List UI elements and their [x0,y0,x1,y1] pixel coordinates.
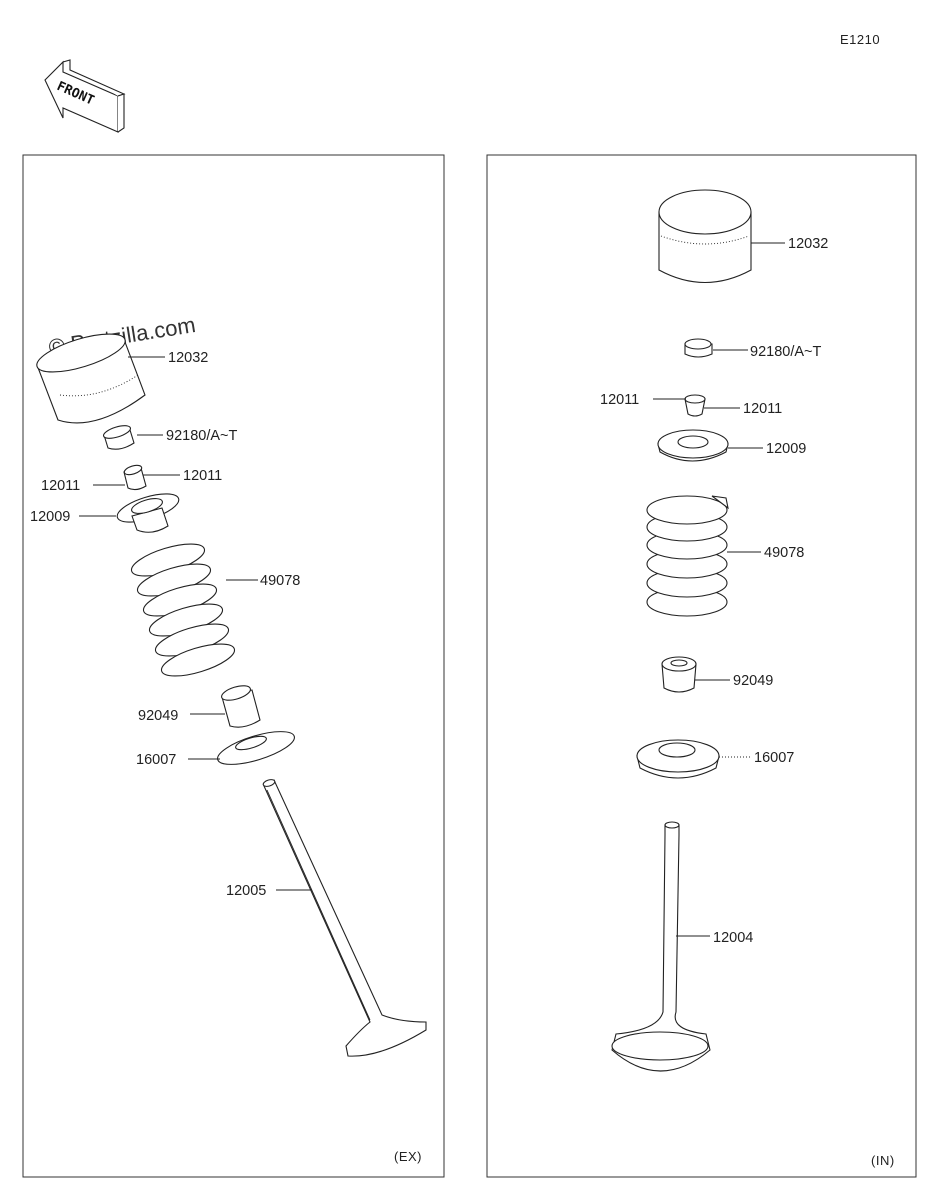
in-label-92180: 92180/A~T [750,344,821,360]
ex-label-12005: 12005 [226,883,266,899]
in-retainer-12009 [657,429,729,462]
in-label-49078: 49078 [764,545,804,561]
in-spring-49078 [646,495,729,617]
in-label-92049: 92049 [733,673,773,689]
in-label-16007: 16007 [754,750,794,766]
ex-label-92180: 92180/A~T [166,428,237,444]
in-label-12032: 12032 [788,236,828,252]
in-label-12011-right: 12011 [743,401,782,417]
ex-shim-92180 [102,425,135,450]
intake-frame [486,154,917,1178]
in-seat-16007 [636,739,720,779]
in-label-12011-left: 12011 [600,392,639,408]
front-arrow-icon: FRONT [44,59,126,133]
ex-label-12011-left: 12011 [41,478,80,494]
ex-label-92049: 92049 [138,708,178,724]
ex-seal-92049 [220,685,261,728]
exhaust-section-label: (EX) [394,1149,422,1164]
in-shim-92180 [684,338,713,358]
in-label-12004: 12004 [713,930,753,946]
ex-tappet-12032 [36,333,146,424]
exhaust-section: 12032 92180/A~T 12011 12011 12009 [30,333,427,1164]
ex-label-12009: 12009 [30,509,70,525]
exhaust-frame [22,154,445,1178]
in-keeper-12011 [684,394,706,417]
ex-label-16007: 16007 [136,752,176,768]
in-label-12009: 12009 [766,441,806,457]
in-tappet-12032 [658,189,752,283]
intake-section: 12032 92180/A~T 12011 12011 12009 [600,189,895,1168]
in-valve-12004 [611,821,711,1072]
in-seal-92049 [661,656,697,693]
ex-label-12011-right: 12011 [183,468,222,484]
diagram-code: E1210 [840,32,880,47]
ex-retainer-12009 [116,493,180,533]
ex-spring-49078 [130,543,236,677]
intake-section-label: (IN) [871,1153,895,1168]
ex-label-12032: 12032 [168,350,208,366]
ex-label-49078: 49078 [260,573,300,589]
ex-seat-16007 [217,731,295,765]
ex-valve-12005 [262,779,427,1057]
ex-keeper-12011 [123,464,147,491]
